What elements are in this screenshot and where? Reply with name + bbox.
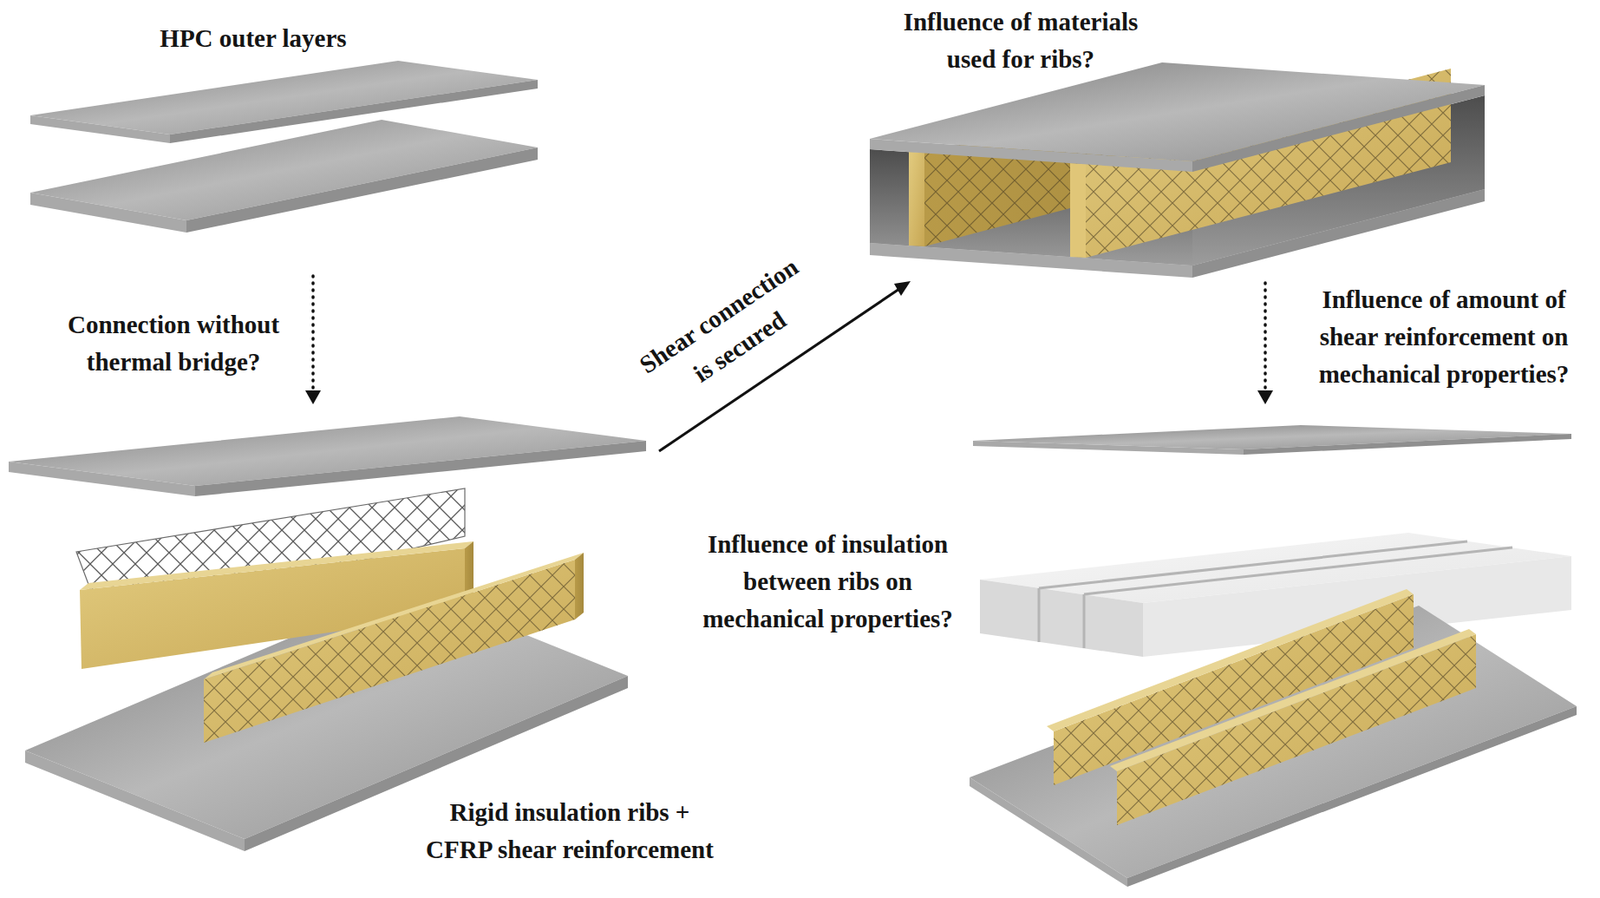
exploded-assembly (203, 552, 584, 680)
caption-label: Rigid insulation ribs + CFRP shear reinf… (418, 793, 721, 869)
exploded-assembly (195, 440, 647, 497)
assembled-panel (908, 151, 925, 247)
process-arrows (1263, 282, 1267, 392)
exploded-assembly (203, 559, 575, 743)
hpc-plates (30, 192, 187, 233)
exploded-assembly (8, 416, 647, 851)
assembled-panel (1070, 163, 1086, 258)
hpc-plates (30, 60, 538, 233)
insulated-assembly (1116, 633, 1476, 825)
process-arrows (311, 275, 315, 392)
assembled-panel (869, 62, 1485, 278)
exploded-assembly (79, 541, 474, 590)
assembled-panel (1192, 84, 1485, 172)
hpc-plates (30, 115, 170, 144)
insulated-assembly (969, 777, 1128, 887)
insulated-assembly (973, 440, 1244, 455)
arrow-label: Shear connection is secured (626, 245, 831, 418)
process-arrows (305, 390, 321, 405)
question-label: Influence of insulation between ribs on … (691, 525, 965, 638)
insulated-assembly (969, 424, 1577, 887)
exploded-assembly (25, 750, 245, 851)
insulated-assembly (1243, 433, 1572, 455)
exploded-assembly (203, 559, 575, 743)
process-arrows (894, 280, 911, 296)
question-label: Connection without thermal bridge? (43, 306, 304, 381)
question-label: Influence of materials used for ribs? (890, 3, 1151, 79)
question-label: Influence of amount of shear reinforceme… (1305, 280, 1583, 393)
assembled-panel (869, 138, 1193, 172)
insulated-assembly (1110, 628, 1476, 771)
hpc-plates (186, 147, 538, 233)
insulated-assembly (1116, 633, 1476, 825)
exploded-assembly (574, 552, 584, 620)
caption-label: HPC outer layers (105, 19, 401, 58)
exploded-assembly (8, 461, 196, 497)
process-arrows (1257, 390, 1274, 405)
